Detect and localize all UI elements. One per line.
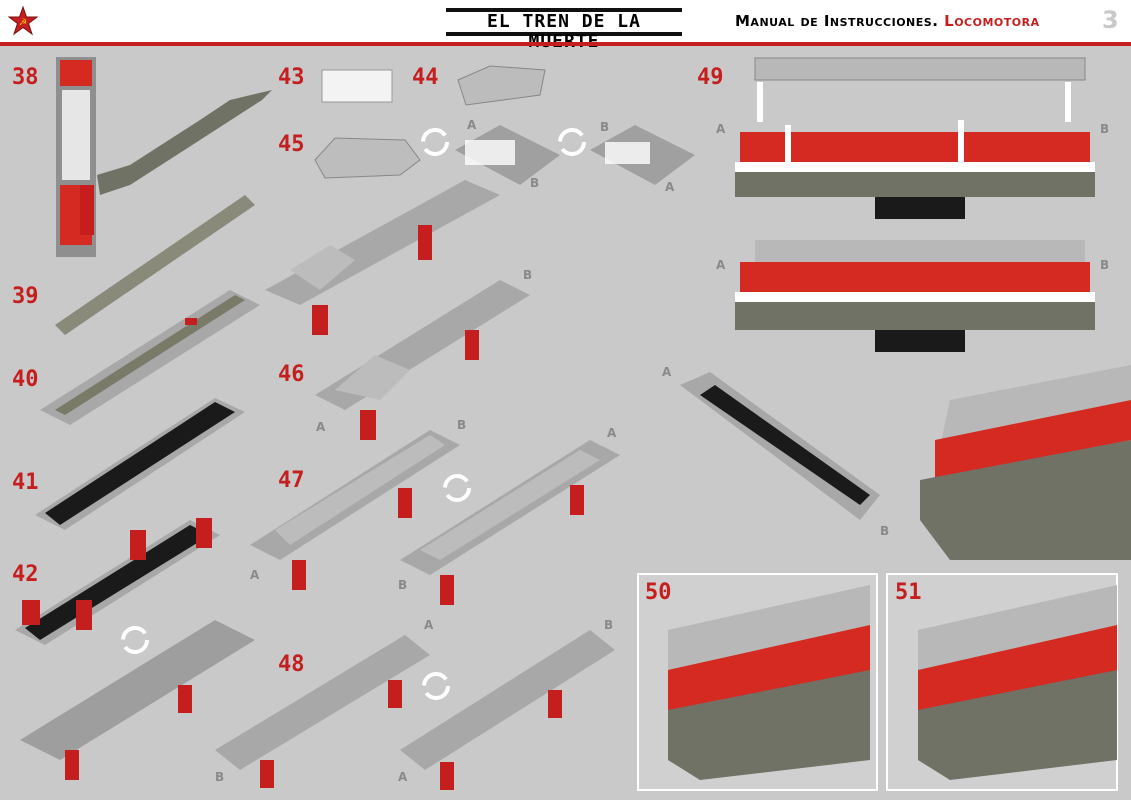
- step-46-number: 46: [278, 362, 305, 387]
- step-41-number: 41: [12, 470, 39, 495]
- label-a: A: [467, 118, 477, 132]
- label-b: B: [215, 770, 225, 784]
- step-38-number: 38: [12, 65, 39, 90]
- label-b: B: [600, 120, 610, 134]
- step-50-number: 50: [645, 580, 672, 605]
- label-b: B: [604, 618, 614, 632]
- subtitle-text: Manual de Instrucciones.: [735, 12, 939, 30]
- header-divider: [0, 42, 1131, 46]
- label-a: A: [424, 618, 434, 632]
- step-43-number: 43: [278, 65, 305, 90]
- step-48b-model: [400, 630, 615, 770]
- step-42b-model: [20, 620, 255, 760]
- step-47-number: 47: [278, 468, 305, 493]
- step-44-model: [457, 65, 546, 106]
- label-a: A: [662, 365, 672, 379]
- label-a: A: [665, 180, 675, 194]
- step-48-number: 48: [278, 652, 305, 677]
- manual-subtitle: Manual de Instrucciones. Locomotora: [735, 12, 1040, 30]
- step-38-model: [56, 57, 272, 257]
- svg-text:☭: ☭: [19, 18, 27, 28]
- step-45-number: 45: [278, 132, 305, 157]
- step-39-model: [55, 195, 255, 335]
- step-39-number: 39: [12, 284, 39, 309]
- step-49-number: 49: [697, 65, 724, 90]
- label-b: B: [398, 578, 408, 592]
- rotate-arrows: [121, 128, 586, 700]
- label-a: A: [398, 770, 408, 784]
- page-number: 3: [1102, 6, 1119, 34]
- step-48a-model: [215, 635, 430, 770]
- label-b: B: [1100, 258, 1110, 272]
- label-a: A: [716, 258, 726, 272]
- label-a: A: [316, 420, 326, 434]
- label-a: A: [716, 122, 726, 136]
- manual-title: EL TREN DE LA MUERTE: [446, 8, 682, 52]
- step-45-model: [265, 180, 500, 305]
- down-arrows: [757, 82, 1071, 165]
- label-b: B: [523, 268, 533, 282]
- label-b: B: [880, 524, 890, 538]
- label-b: B: [457, 418, 467, 432]
- step-44-number: 44: [412, 65, 439, 90]
- label-a: A: [250, 568, 260, 582]
- label-b: B: [530, 176, 540, 190]
- subtitle-highlight: Locomotora: [944, 12, 1040, 30]
- header: ☭ EL TREN DE LA MUERTE Manual de Instruc…: [0, 0, 1131, 52]
- step-42-number: 42: [12, 562, 39, 587]
- step-51-number: 51: [895, 580, 922, 605]
- locomotive-model: [668, 365, 1131, 780]
- step-49-model: [735, 57, 1095, 352]
- label-b: B: [1100, 122, 1110, 136]
- step-43-model: [321, 69, 393, 103]
- step-40-number: 40: [12, 367, 39, 392]
- label-a: A: [607, 426, 617, 440]
- soviet-star-logo-icon: ☭: [8, 6, 38, 36]
- step-45-roof: [314, 137, 421, 179]
